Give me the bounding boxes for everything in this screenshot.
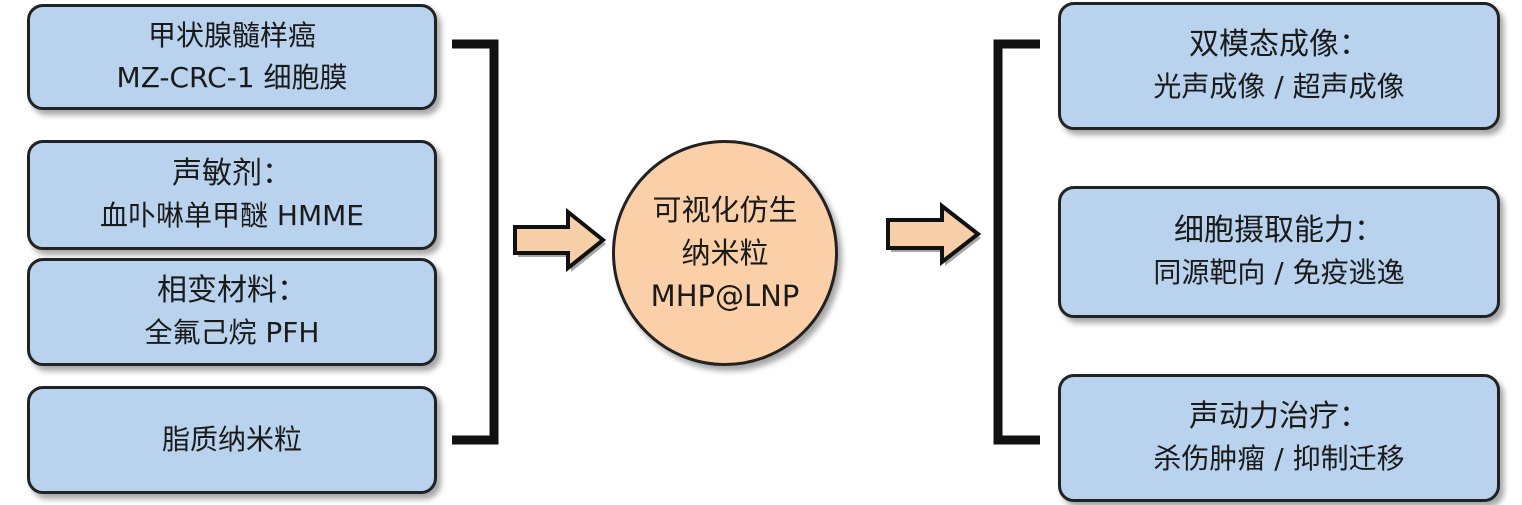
output-box-imaging: 双模态成像： 光声成像 / 超声成像 bbox=[1058, 2, 1500, 130]
output-box-heading: 声动力治疗： bbox=[1189, 399, 1369, 434]
left-bracket bbox=[452, 39, 499, 445]
input-box-line: 全氟己烷 PFH bbox=[144, 316, 320, 349]
input-box-line: 甲状腺髓样癌 bbox=[147, 19, 316, 52]
output-box-line: 杀伤肿瘤 / 抑制迁移 bbox=[1153, 442, 1405, 475]
center-line: 纳米粒 bbox=[681, 235, 769, 270]
input-box-sonosensitizer: 声敏剂： 血卟啉单甲醚 HMME bbox=[27, 140, 437, 250]
center-line: MHP@LNP bbox=[650, 278, 800, 313]
right-arrow-icon bbox=[886, 201, 982, 267]
left-arrow-icon bbox=[513, 207, 607, 273]
input-box-heading: 相变材料： bbox=[157, 273, 307, 308]
input-box-line: MZ-CRC-1 细胞膜 bbox=[116, 61, 348, 94]
output-box-heading: 细胞摄取能力： bbox=[1174, 213, 1384, 248]
center-line: 可视化仿生 bbox=[652, 192, 798, 227]
output-box-uptake: 细胞摄取能力： 同源靶向 / 免疫逃逸 bbox=[1058, 186, 1500, 318]
input-box-lipid: 脂质纳米粒 bbox=[27, 386, 437, 494]
input-box-line: 脂质纳米粒 bbox=[161, 423, 302, 456]
right-bracket bbox=[993, 39, 1040, 445]
input-box-membrane: 甲状腺髓样癌 MZ-CRC-1 细胞膜 bbox=[27, 4, 437, 110]
input-box-heading: 声敏剂： bbox=[172, 156, 292, 191]
input-box-phase-change: 相变材料： 全氟己烷 PFH bbox=[27, 258, 437, 366]
output-box-line: 光声成像 / 超声成像 bbox=[1153, 70, 1405, 103]
input-box-line: 血卟啉单甲醚 HMME bbox=[100, 199, 364, 232]
output-box-therapy: 声动力治疗： 杀伤肿瘤 / 抑制迁移 bbox=[1058, 374, 1500, 502]
output-box-line: 同源靶向 / 免疫逃逸 bbox=[1153, 256, 1405, 289]
output-box-heading: 双模态成像： bbox=[1189, 27, 1369, 62]
center-nanoparticle-circle: 可视化仿生 纳米粒 MHP@LNP bbox=[612, 140, 838, 366]
